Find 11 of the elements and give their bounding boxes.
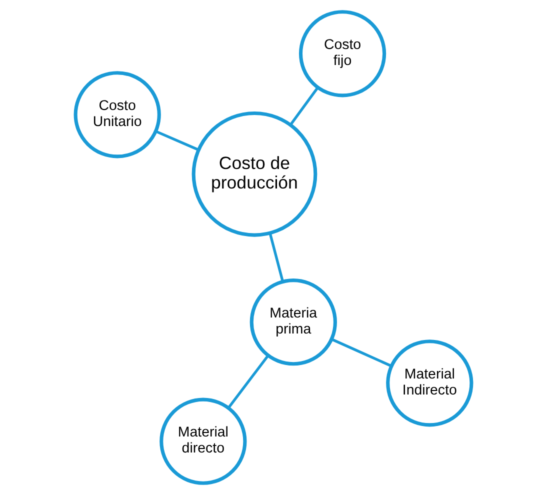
connector [155, 130, 198, 151]
node-circle: Material Indirecto [386, 340, 473, 427]
connector [226, 354, 268, 409]
node-circle: Material directo [159, 398, 246, 485]
connector [268, 232, 284, 282]
connector [330, 338, 392, 368]
connector [288, 86, 318, 126]
node-circle: Costo fijo [298, 10, 386, 98]
node-circle: Materia prima [249, 278, 336, 366]
node-circle: Costo de producción [191, 111, 317, 237]
node-circle: Costo Unitario [73, 71, 160, 158]
